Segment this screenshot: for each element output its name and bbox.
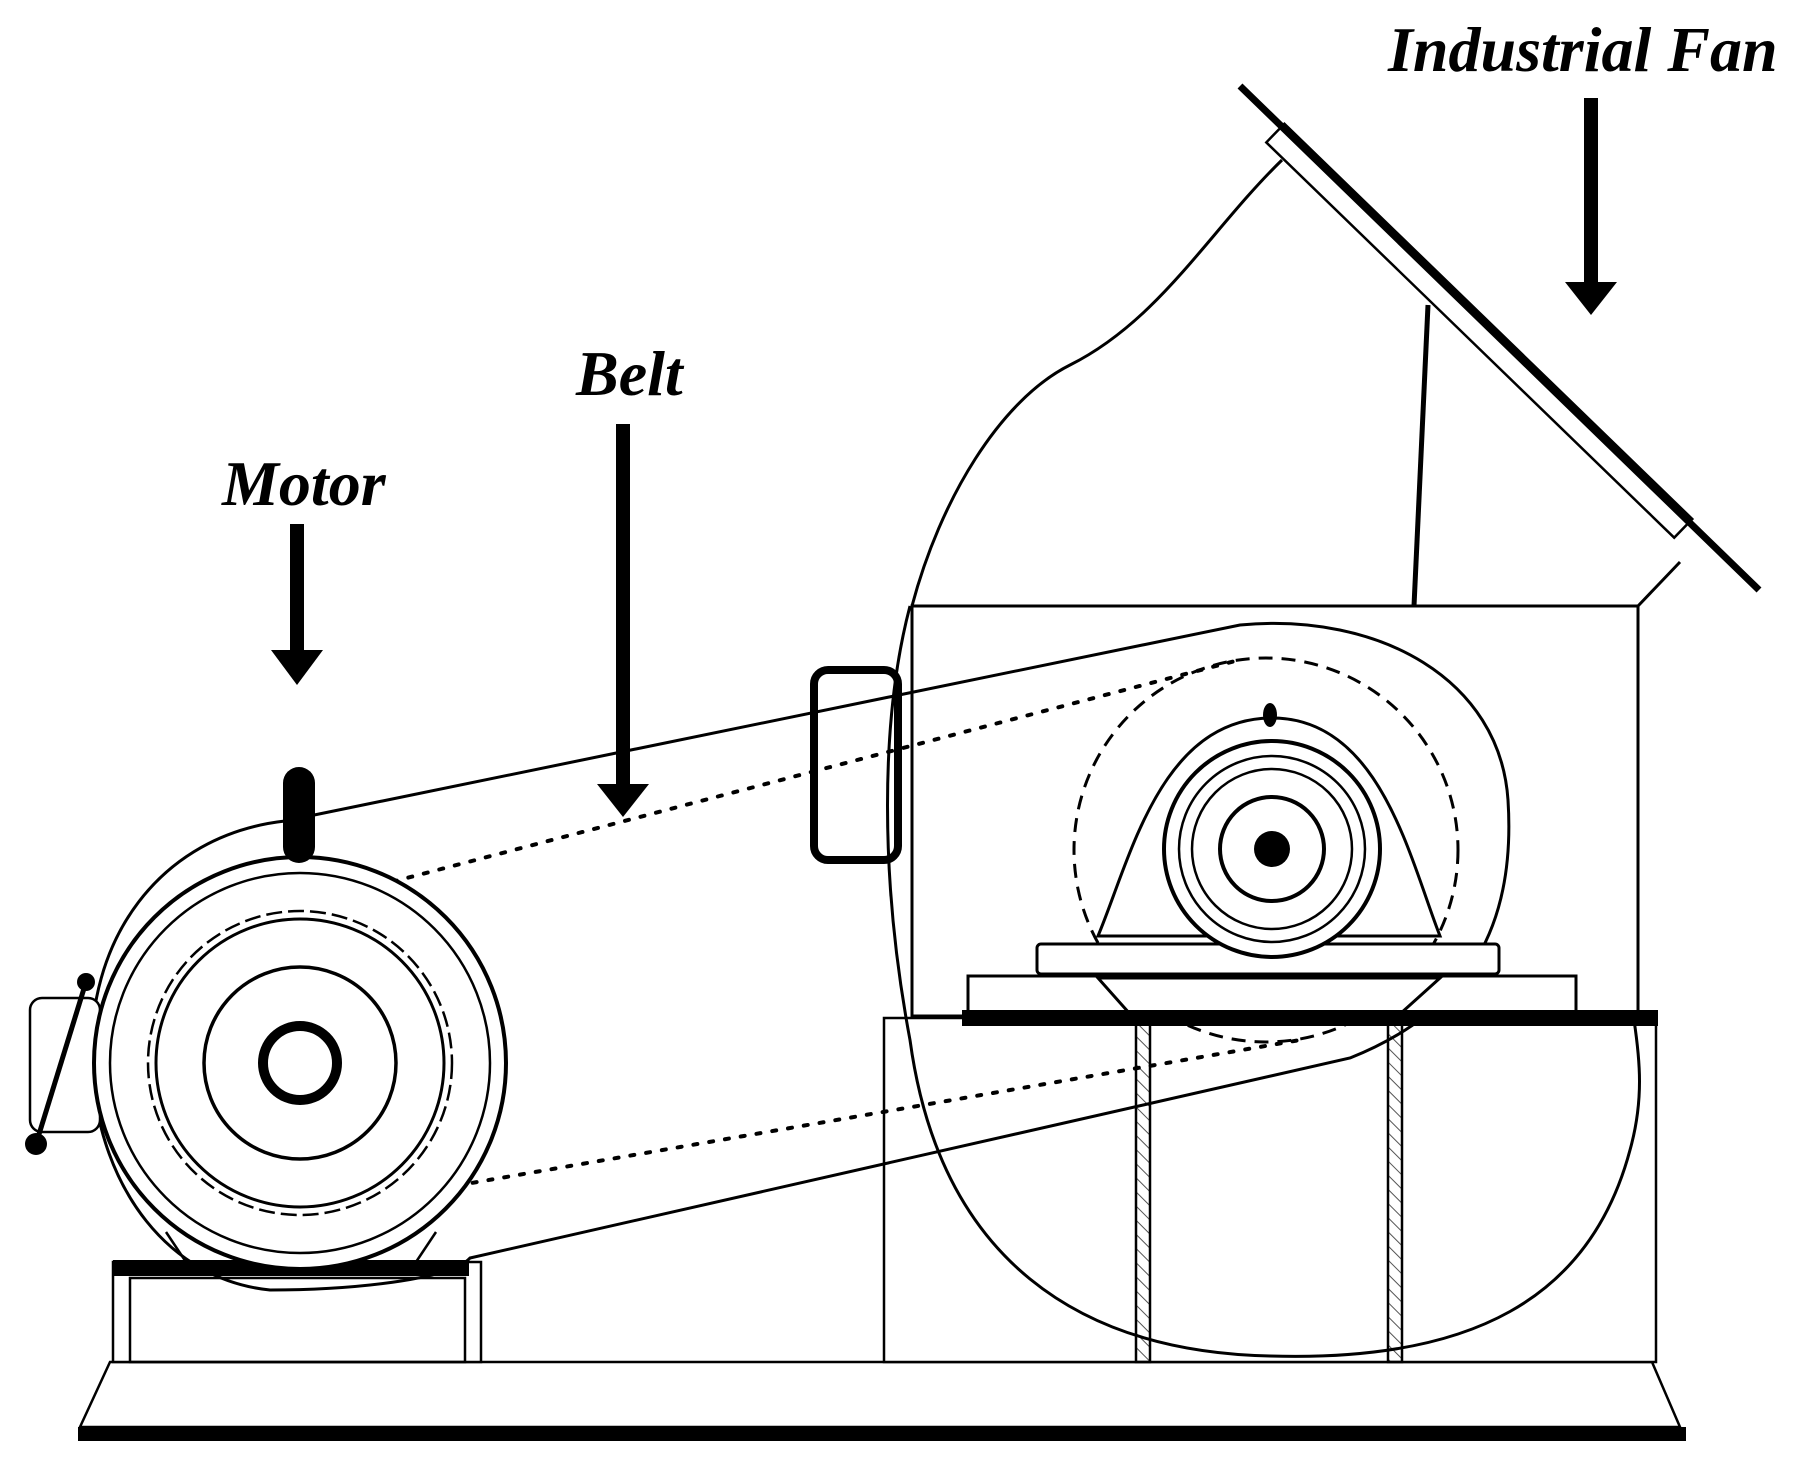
outlet-flange: [1264, 121, 1695, 540]
motor-body: [28, 855, 508, 1271]
damper-rod: [1411, 304, 1431, 607]
fan-mount-plate: [962, 1010, 1658, 1026]
arrow-icon: [271, 98, 1617, 817]
belt-label: Belt: [576, 338, 683, 409]
motor-terminal-lug: [283, 767, 315, 863]
fan-shaft-hub: [1162, 739, 1382, 959]
industrial-fan-label: Industrial Fan: [1388, 14, 1778, 85]
base-platform: [78, 1360, 1686, 1441]
outlet-damper-plate: [1237, 83, 1762, 593]
drive-belt: [298, 659, 1302, 1212]
fan-outlet-duct: [910, 158, 1284, 607]
fan-volute-housing: [886, 605, 1641, 1358]
motor-label: Motor: [222, 448, 386, 519]
belt-guard-clamp: [810, 666, 902, 864]
outlet-edge: [1636, 560, 1682, 608]
bearing-grease-nipple: [1263, 703, 1277, 727]
fan-stand: [882, 1016, 1658, 1364]
motor-side-lever: [25, 973, 95, 1155]
fan-pulley: [1072, 656, 1460, 1044]
